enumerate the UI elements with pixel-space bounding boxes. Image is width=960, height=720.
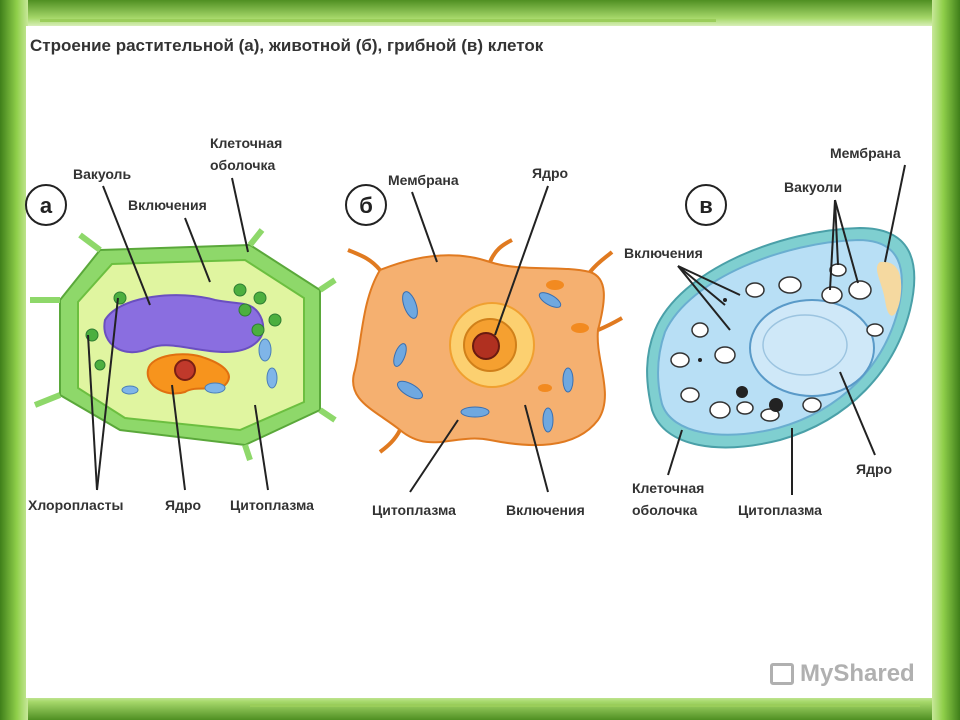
fungal-membrane-gap <box>876 261 902 316</box>
fungal-label-wall-1: Клеточная <box>632 480 704 496</box>
plant-vacuole <box>103 294 265 354</box>
fungal-label-membrane: Мембрана <box>830 145 901 161</box>
frame-right <box>932 0 960 720</box>
panel-c-badge <box>685 184 727 226</box>
frame-left <box>0 0 28 720</box>
panel-a-letter: а <box>40 193 53 218</box>
plant-label-wall-1: Клеточная <box>210 135 282 151</box>
animal-label-membrane: Мембрана <box>388 172 459 188</box>
plant-cell <box>30 228 337 461</box>
panel-a-badge <box>25 184 67 226</box>
plant-label-cytoplasm: Цитоплазма <box>230 497 314 513</box>
animal-label-inclusions: Включения <box>506 502 585 518</box>
fungal-label-wall-2: оболочка <box>632 502 697 518</box>
panel-b-letter: б <box>359 193 373 218</box>
fungal-label-vacuoles: Вакуоли <box>784 179 842 195</box>
plant-label-chloroplasts: Хлоропласты <box>28 497 123 513</box>
fungal-label-cytoplasm: Цитоплазма <box>738 502 822 518</box>
animal-nucleolus <box>472 332 500 360</box>
top-decor-line <box>40 19 716 22</box>
animal-cell <box>347 238 623 454</box>
frame-bottom <box>0 694 960 720</box>
watermark: MyShared <box>770 660 915 688</box>
plant-nucleolus <box>174 359 196 381</box>
plant-label-nucleus: Ядро <box>165 497 201 513</box>
animal-label-cytoplasm: Цитоплазма <box>372 502 456 518</box>
panel-b-badge <box>345 184 387 226</box>
bottom-decor-line <box>250 704 920 707</box>
fungal-label-inclusions: Включения <box>624 245 703 261</box>
animal-label-nucleus: Ядро <box>532 165 568 181</box>
plant-label-wall-2: оболочка <box>210 157 275 173</box>
watermark-text: MyShared <box>800 660 915 687</box>
fungal-nucleus <box>749 299 875 397</box>
panel-c-letter: в <box>699 193 713 218</box>
plant-label-vacuole: Вакуоль <box>73 166 131 182</box>
fungal-label-nucleus: Ядро <box>856 461 892 477</box>
presentation-icon <box>770 663 794 685</box>
page-title: Строение растительной (а), животной (б),… <box>30 36 544 55</box>
plant-label-inclusions: Включения <box>128 197 207 213</box>
